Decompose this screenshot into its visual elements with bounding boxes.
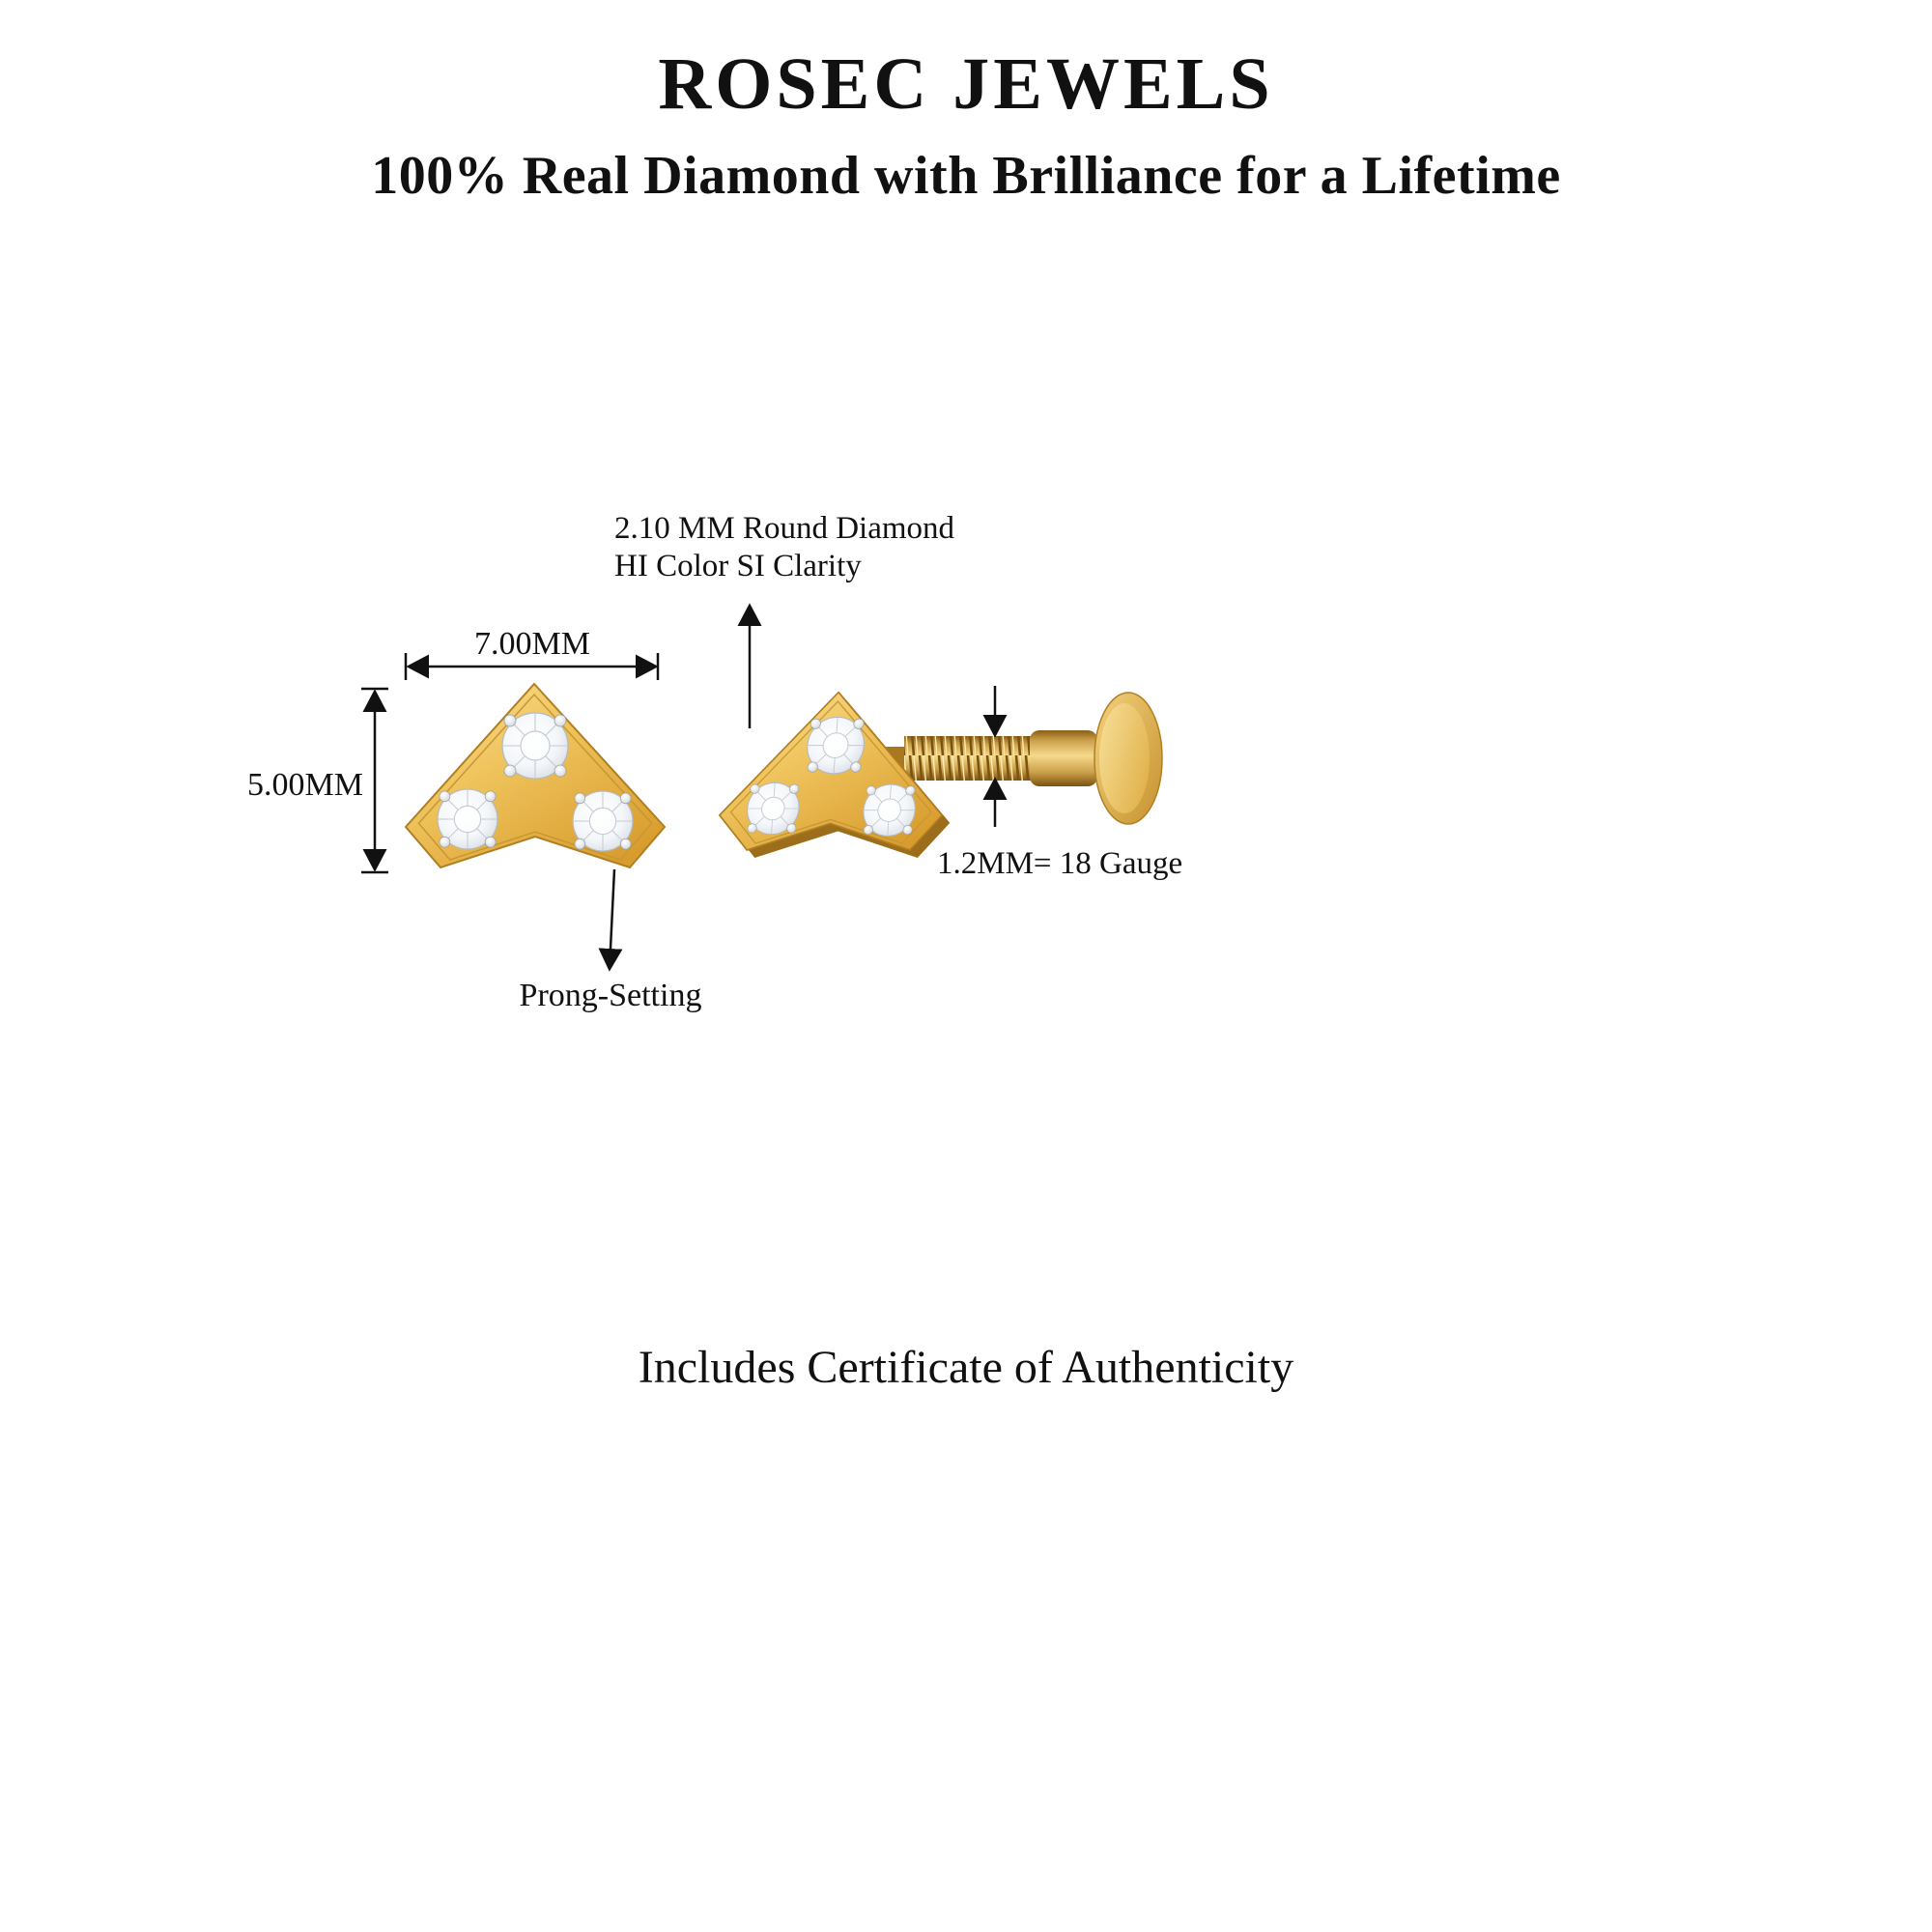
labret-post bbox=[860, 692, 1163, 825]
diamond-spec-callout: 2.10 MM Round Diamond HI Color SI Clarit… bbox=[614, 510, 954, 585]
brand-title: ROSEC JEWELS bbox=[658, 43, 1274, 125]
gauge-label: 1.2MM= 18 Gauge bbox=[937, 846, 1183, 881]
post-barrel bbox=[1030, 730, 1097, 786]
tagline: 100% Real Diamond with Brilliance for a … bbox=[371, 146, 1561, 206]
certificate-note: Includes Certificate of Authenticity bbox=[638, 1342, 1294, 1393]
diamond-spec-line2: HI Color SI Clarity bbox=[614, 549, 862, 583]
side-earring-diagram bbox=[715, 667, 1163, 858]
diamond-spec-line1: 2.10 MM Round Diamond bbox=[614, 511, 955, 546]
width-dimension-label: 7.00MM bbox=[474, 626, 590, 662]
prong-setting-label: Prong-Setting bbox=[519, 978, 702, 1013]
prong-callout-arrow bbox=[598, 868, 623, 972]
height-dimension-label: 5.00MM bbox=[247, 767, 363, 803]
